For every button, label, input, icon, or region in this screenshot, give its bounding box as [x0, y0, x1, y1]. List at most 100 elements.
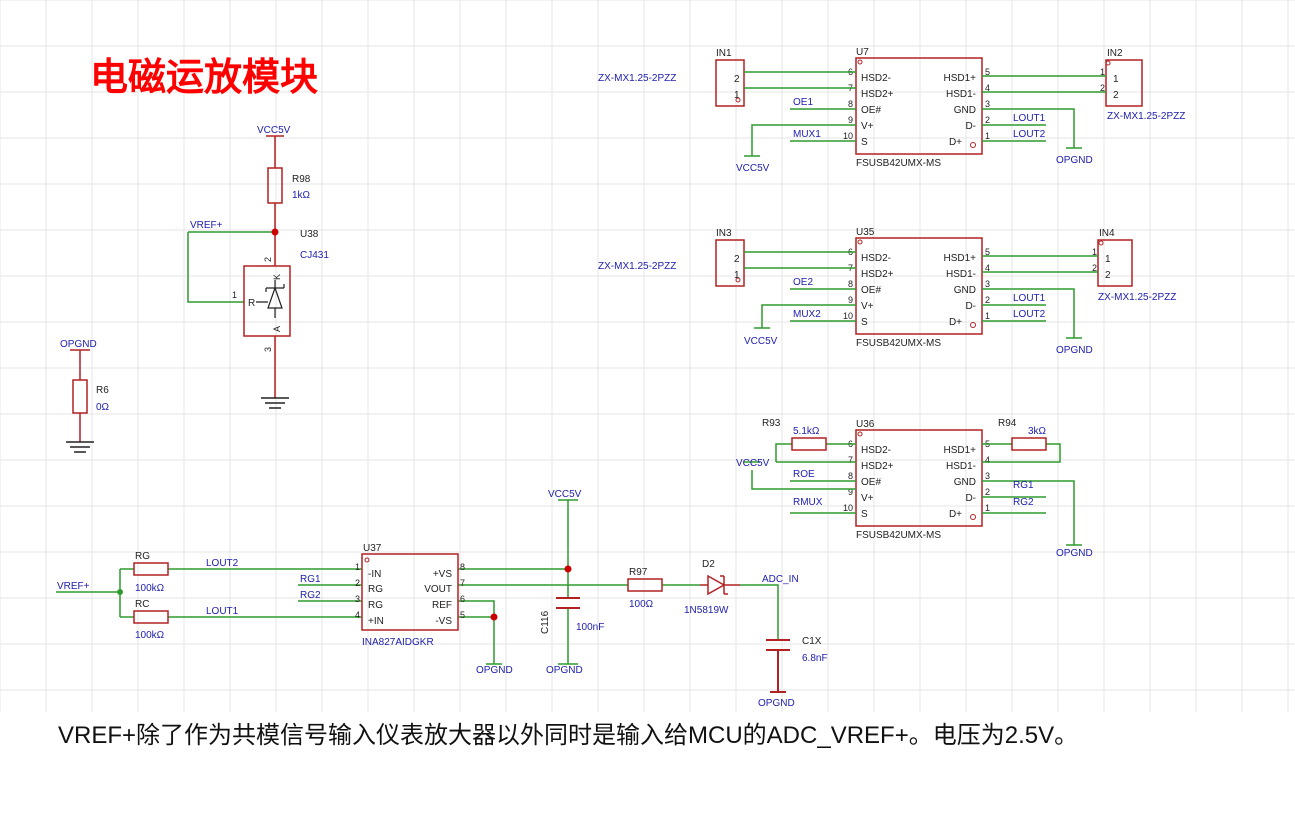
svg-text:8: 8 [848, 279, 853, 289]
capacitor-c116 [556, 597, 580, 609]
svg-text:6.8nF: 6.8nF [802, 653, 828, 664]
right-pins: 5 4 3 2 1 HSD1+ HSD1- GND D- D+ [943, 439, 990, 520]
switch-wires [744, 108, 1075, 157]
svg-text:HSD1-: HSD1- [946, 89, 976, 100]
svg-text:R98: R98 [292, 174, 311, 185]
svg-text:OE#: OE# [861, 477, 881, 488]
out-net-label-1: LOUT1 [1013, 293, 1046, 304]
ic-body [855, 57, 983, 155]
voltage-reference[interactable]: VCC5V R98 1kΩ VREF+ U38 CJ431 1 2 3 R K … [187, 125, 329, 409]
switch-u7[interactable]: U7 FSUSB42UMX-MS 6 7 8 9 10 HSD2- HSD2+ … [736, 47, 1093, 174]
svg-text:4: 4 [985, 455, 990, 465]
svg-text:HSD1-: HSD1- [946, 461, 976, 472]
svg-text:V+: V+ [861, 493, 874, 504]
svg-text:OPGND: OPGND [60, 339, 97, 350]
r93-ref: R93 [762, 418, 781, 429]
svg-text:1: 1 [734, 90, 740, 101]
resistor-rc [133, 610, 169, 624]
svg-text:LOUT2: LOUT2 [206, 558, 239, 569]
connector-in3[interactable]: IN3 2 1 ZX-MX1.25-2PZZ [598, 228, 856, 287]
svg-text:10: 10 [843, 311, 853, 321]
out-net-label-2: LOUT2 [1013, 309, 1046, 320]
ic-ref: U36 [856, 419, 875, 430]
instrumentation-amplifier[interactable]: VREF+ RG 100kΩ RC 100kΩ LOUT2 LOUT1 RG1 … [56, 489, 828, 709]
svg-text:3: 3 [985, 471, 990, 481]
svg-text:2: 2 [1105, 270, 1111, 281]
svg-text:HSD2-: HSD2- [861, 73, 891, 84]
svg-text:1: 1 [355, 562, 360, 572]
oe-net-label: ROE [793, 469, 815, 480]
svg-text:D+: D+ [949, 317, 962, 328]
connector-in4[interactable]: IN4 1 2 1 2 ZX-MX1.25-2PZZ [982, 228, 1176, 303]
svg-text:5: 5 [460, 610, 465, 620]
svg-text:1: 1 [232, 290, 237, 300]
ic-ref: U35 [856, 227, 875, 238]
svg-text:100kΩ: 100kΩ [135, 583, 165, 594]
out-net-label-2: RG2 [1013, 497, 1034, 508]
svg-text:8: 8 [848, 99, 853, 109]
svg-text:9: 9 [848, 115, 853, 125]
left-pins: 6 7 8 9 10 HSD2- HSD2+ OE# V+ S [843, 67, 894, 148]
svg-text:8: 8 [848, 471, 853, 481]
svg-text:R6: R6 [96, 385, 109, 396]
left-pins: 6 7 8 9 10 HSD2- HSD2+ OE# V+ S [843, 247, 894, 328]
svg-text:A: A [272, 326, 282, 332]
amp-wires [56, 568, 779, 664]
out-net-label-1: LOUT1 [1013, 113, 1046, 124]
svg-text:100kΩ: 100kΩ [135, 630, 165, 641]
svg-text:IN1: IN1 [716, 48, 732, 59]
r94-ref: R94 [998, 418, 1017, 429]
svg-text:HSD1+: HSD1+ [943, 445, 976, 456]
svg-text:4: 4 [355, 610, 360, 620]
svg-text:GND: GND [954, 477, 976, 488]
svg-text:2: 2 [985, 115, 990, 125]
svg-text:R97: R97 [629, 567, 648, 578]
svg-text:ZX-MX1.25-2PZZ: ZX-MX1.25-2PZZ [598, 73, 676, 84]
junction-dot [271, 228, 279, 236]
svg-text:U38: U38 [300, 229, 319, 240]
vcc-label: VCC5V [736, 163, 770, 174]
connector-in1[interactable]: IN1 2 1 ZX-MX1.25-2PZZ [598, 48, 856, 107]
ic-part: FSUSB42UMX-MS [856, 338, 941, 349]
svg-text:2: 2 [734, 74, 740, 85]
svg-text:VCC5V: VCC5V [257, 125, 291, 136]
ic-part: FSUSB42UMX-MS [856, 158, 941, 169]
svg-text:2: 2 [985, 295, 990, 305]
vcc-label: VCC5V [736, 458, 770, 469]
svg-text:INA827AIDGKR: INA827AIDGKR [362, 637, 434, 648]
ic-part: FSUSB42UMX-MS [856, 530, 941, 541]
ground-icon [261, 397, 289, 409]
svg-text:IN3: IN3 [716, 228, 732, 239]
resistor-r6[interactable]: OPGND R6 0Ω [60, 339, 110, 453]
svg-text:D-: D- [965, 493, 976, 504]
svg-text:1: 1 [985, 503, 990, 513]
r94-value: 3kΩ [1028, 426, 1047, 437]
svg-text:HSD2-: HSD2- [861, 253, 891, 264]
svg-text:9: 9 [848, 295, 853, 305]
svg-text:D-: D- [965, 121, 976, 132]
svg-text:GND: GND [954, 285, 976, 296]
gnd-label: OPGND [1056, 548, 1093, 559]
svg-text:RG2: RG2 [300, 590, 321, 601]
svg-text:HSD1+: HSD1+ [943, 253, 976, 264]
svg-text:1: 1 [1113, 74, 1119, 85]
svg-text:1: 1 [985, 311, 990, 321]
resistor-r98 [267, 167, 283, 204]
connector-in2[interactable]: IN2 1 2 1 2 ZX-MX1.25-2PZZ [982, 48, 1185, 122]
switch-u36[interactable]: U36 FSUSB42UMX-MS 6 7 8 9 10 HSD2- HSD2+… [736, 418, 1093, 559]
svg-text:HSD2-: HSD2- [861, 445, 891, 456]
svg-text:3: 3 [355, 594, 360, 604]
svg-text:8: 8 [460, 562, 465, 572]
svg-text:5: 5 [985, 247, 990, 257]
svg-text:2: 2 [734, 254, 740, 265]
switch-u35[interactable]: U35 FSUSB42UMX-MS 6 7 8 9 10 HSD2- HSD2+… [744, 227, 1093, 356]
s-net-label: RMUX [793, 497, 823, 508]
svg-text:3: 3 [985, 279, 990, 289]
svg-text:VREF+: VREF+ [190, 220, 223, 231]
svg-text:1N5819W: 1N5819W [684, 605, 729, 616]
svg-text:7: 7 [460, 578, 465, 588]
right-pins: 5 4 3 2 1 HSD1+ HSD1- GND D- D+ [943, 247, 990, 328]
svg-text:1: 1 [1105, 254, 1111, 265]
svg-text:D2: D2 [702, 559, 715, 570]
